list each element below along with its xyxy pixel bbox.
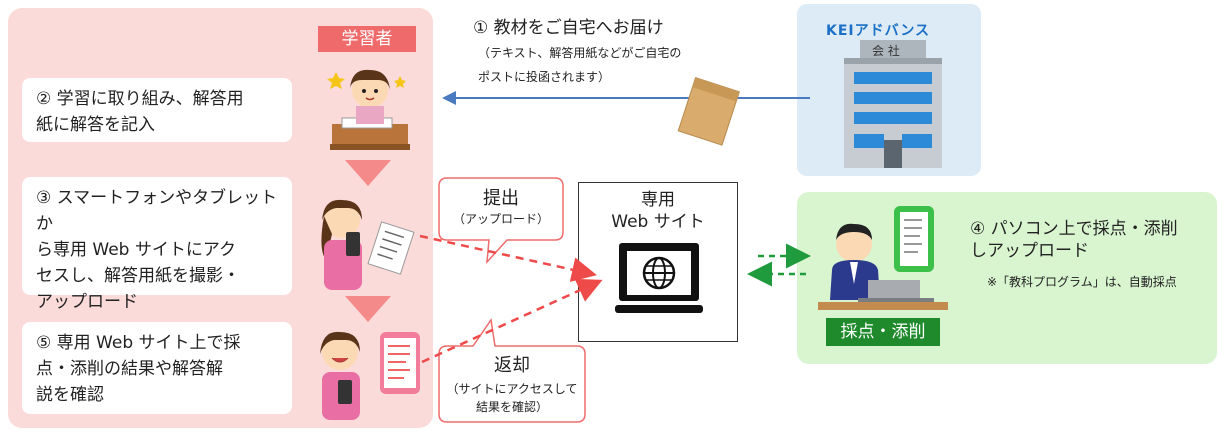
- company-building-icon: [844, 40, 942, 168]
- grader-at-computer-illustration: [818, 206, 948, 310]
- step3-box: ③ スマートフォンやタブレットか ら専用 Web サイトにアク セスし、解答用紙…: [22, 177, 292, 312]
- envelope-icon: [677, 76, 740, 146]
- grader-tag: 採点・添削: [826, 318, 940, 346]
- submit-sub: （アップロード）: [452, 212, 549, 226]
- step1-title: ① 教材をご自宅へお届け: [473, 18, 664, 38]
- step2-box: ② 学習に取り組み、解答用 紙に解答を記入: [22, 78, 292, 142]
- down-arrow-2: [345, 296, 391, 322]
- submit-label: 提出: [483, 188, 519, 209]
- return-arrow: [421, 278, 603, 364]
- company-sign: 会 社: [872, 44, 900, 58]
- student-photographing-illustration: [321, 199, 415, 290]
- website-title: 専用 Web サイト: [611, 190, 705, 232]
- step1-subtitle: （テキスト、解答用紙などがご自宅の ポストに投函されます）: [478, 46, 682, 84]
- student-studying-illustration: [327, 69, 410, 150]
- company-logo: KEIアドバンス: [826, 23, 931, 39]
- step4-text: ④ パソコン上で採点・添削 しアップロード: [970, 219, 1178, 261]
- step5-box: ⑤ 専用 Web サイト上で採 点・添削の結果や解答解 説を確認: [22, 322, 292, 414]
- return-label: 返却: [494, 355, 530, 376]
- return-sub: （サイトにアクセスして 結果を確認）: [446, 382, 578, 414]
- laptop-globe-icon: [615, 243, 703, 313]
- down-arrow-1: [345, 160, 391, 186]
- submit-callout-bubble: [438, 177, 564, 265]
- return-callout-bubble: [438, 318, 586, 423]
- auto-grade-note: ※「教科プログラム」は、自動採点: [987, 275, 1177, 289]
- website-box: 専用 Web サイト: [578, 182, 738, 342]
- learner-tag: 学習者: [318, 26, 416, 52]
- submit-arrow: [419, 234, 597, 282]
- delivery-arrow: [442, 91, 810, 105]
- student-checking-results-illustration: [320, 331, 420, 420]
